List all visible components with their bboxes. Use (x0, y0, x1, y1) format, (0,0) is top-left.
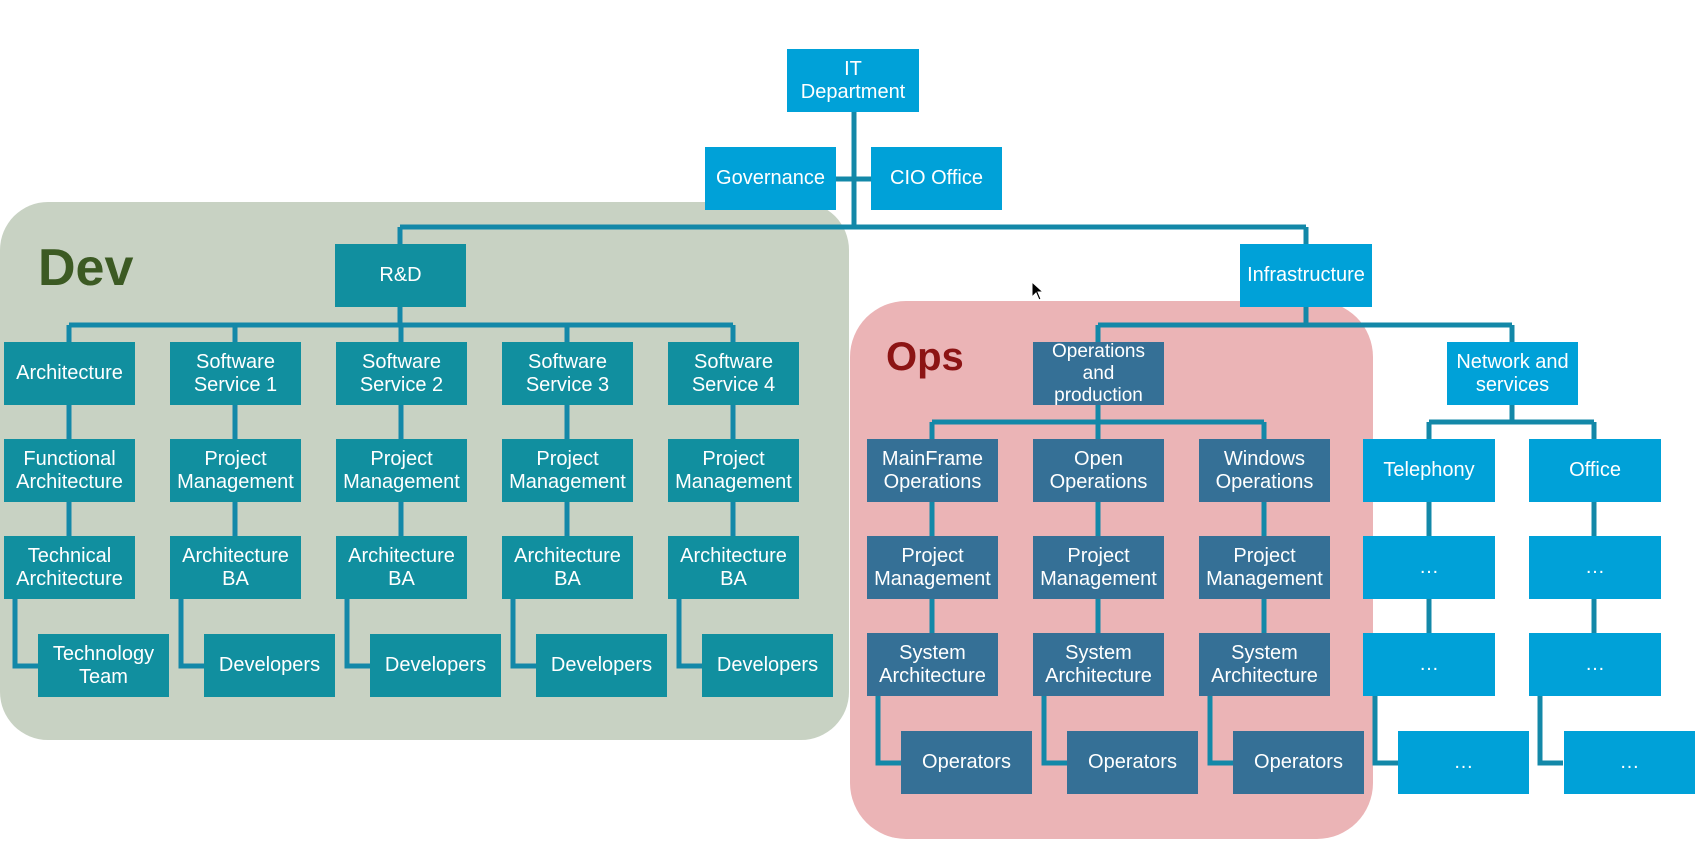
network-and-services-node[interactable]: Network and services (1447, 342, 1578, 405)
mouse-pointer-icon (1031, 281, 1045, 301)
developers-2-node[interactable]: Developers (370, 634, 501, 697)
telephony-sub-3-node[interactable]: … (1398, 731, 1529, 794)
architecture-ba-1-node[interactable]: Architecture BA (170, 536, 301, 599)
project-management-2-node[interactable]: Project Management (336, 439, 467, 502)
operators-1-node[interactable]: Operators (901, 731, 1032, 794)
telephony-sub-1-node[interactable]: … (1363, 536, 1495, 599)
project-management-4-node[interactable]: Project Management (668, 439, 799, 502)
connector-col5-c (676, 599, 702, 669)
windows-operations-node[interactable]: Windows Operations (1199, 439, 1330, 502)
developers-4-node[interactable]: Developers (702, 634, 833, 697)
software-service-3-node[interactable]: Software Service 3 (502, 342, 633, 405)
connector-ops3-c (1207, 696, 1233, 766)
project-management-1-node[interactable]: Project Management (170, 439, 301, 502)
dev-region-label: Dev (38, 239, 134, 297)
system-architecture-2-node[interactable]: System Architecture (1033, 633, 1164, 696)
cio-office-node[interactable]: CIO Office (871, 147, 1002, 210)
ops-project-management-1-node[interactable]: Project Management (867, 536, 998, 599)
technology-team-node[interactable]: Technology Team (38, 634, 169, 697)
architecture-ba-3-node[interactable]: Architecture BA (502, 536, 633, 599)
office-sub-2-node[interactable]: … (1529, 633, 1661, 696)
architecture-ba-2-node[interactable]: Architecture BA (336, 536, 467, 599)
connector-off-c (1537, 696, 1563, 766)
operations-and-production-node[interactable]: Operations and production (1033, 342, 1164, 405)
operators-3-node[interactable]: Operators (1233, 731, 1364, 794)
mainframe-operations-node[interactable]: MainFrame Operations (867, 439, 998, 502)
system-architecture-3-node[interactable]: System Architecture (1199, 633, 1330, 696)
office-sub-3-node[interactable]: … (1564, 731, 1695, 794)
functional-architecture-node[interactable]: Functional Architecture (4, 439, 135, 502)
developers-1-node[interactable]: Developers (204, 634, 335, 697)
connector-ops1-c (875, 696, 901, 766)
ops-region-label: Ops (886, 335, 964, 379)
ops-project-management-2-node[interactable]: Project Management (1033, 536, 1164, 599)
connector-col3-c (344, 599, 370, 669)
software-service-1-node[interactable]: Software Service 1 (170, 342, 301, 405)
it-department-node[interactable]: IT Department (787, 49, 919, 112)
connector-col4-c (510, 599, 536, 669)
architecture-node[interactable]: Architecture (4, 342, 135, 405)
rnd-node[interactable]: R&D (335, 244, 466, 307)
connector-tel-c (1372, 696, 1398, 766)
telephony-sub-2-node[interactable]: … (1363, 633, 1495, 696)
connector-col1-c (12, 599, 38, 669)
software-service-2-node[interactable]: Software Service 2 (336, 342, 467, 405)
open-operations-node[interactable]: Open Operations (1033, 439, 1164, 502)
system-architecture-1-node[interactable]: System Architecture (867, 633, 998, 696)
governance-node[interactable]: Governance (705, 147, 836, 210)
project-management-3-node[interactable]: Project Management (502, 439, 633, 502)
software-service-4-node[interactable]: Software Service 4 (668, 342, 799, 405)
ops-project-management-3-node[interactable]: Project Management (1199, 536, 1330, 599)
connector-col2-c (178, 599, 204, 669)
technical-architecture-node[interactable]: Technical Architecture (4, 536, 135, 599)
telephony-node[interactable]: Telephony (1363, 439, 1495, 502)
developers-3-node[interactable]: Developers (536, 634, 667, 697)
connector-ops2-c (1041, 696, 1067, 766)
office-node[interactable]: Office (1529, 439, 1661, 502)
infrastructure-node[interactable]: Infrastructure (1240, 244, 1372, 307)
office-sub-1-node[interactable]: … (1529, 536, 1661, 599)
operators-2-node[interactable]: Operators (1067, 731, 1198, 794)
architecture-ba-4-node[interactable]: Architecture BA (668, 536, 799, 599)
